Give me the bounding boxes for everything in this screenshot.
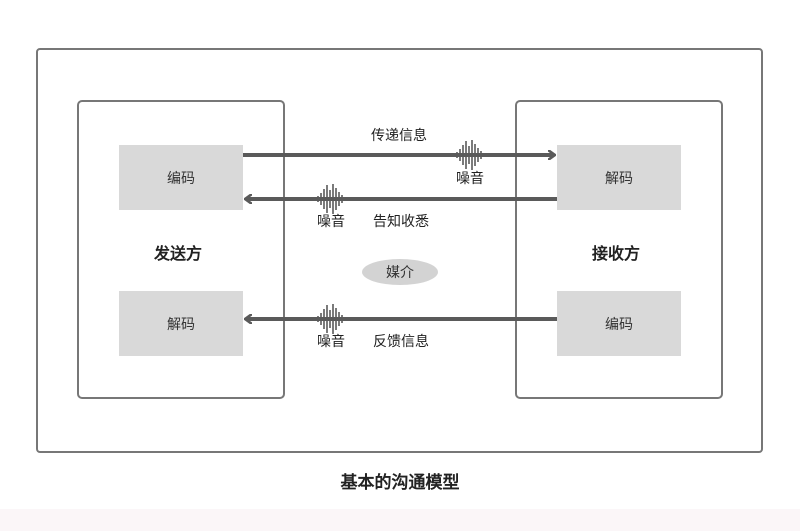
outer-frame — [36, 48, 763, 453]
sender-title: 发送方 — [154, 244, 203, 263]
sound-wave-icon — [317, 304, 346, 334]
receiver-panel — [515, 100, 723, 399]
feedback-message-label: 反馈信息 — [373, 334, 429, 350]
sound-wave-icon — [456, 140, 485, 170]
bottom-band — [0, 509, 800, 531]
sender-encode-label: 编码 — [167, 170, 195, 187]
sender-encode-box: 编码 — [119, 145, 243, 210]
noise-label: 噪音 — [317, 214, 345, 230]
receiver-decode-label: 解码 — [605, 170, 633, 187]
receiver-encode-label: 编码 — [605, 316, 633, 333]
receiver-title: 接收方 — [592, 244, 641, 263]
receiver-encode-box: 编码 — [557, 291, 681, 356]
sender-decode-box: 解码 — [119, 291, 243, 356]
sender-decode-label: 解码 — [167, 316, 195, 333]
acknowledge-message-label: 告知收悉 — [373, 214, 429, 230]
noise-label: 噪音 — [456, 171, 484, 187]
media-label: 媒介 — [386, 265, 414, 281]
diagram-caption: 基本的沟通模型 — [340, 473, 460, 493]
sound-wave-icon — [317, 184, 346, 214]
media-ellipse: 媒介 — [362, 259, 438, 285]
receiver-decode-box: 解码 — [557, 145, 681, 210]
transmit-message-label: 传递信息 — [371, 128, 427, 144]
noise-label: 噪音 — [317, 334, 345, 350]
sender-panel — [77, 100, 285, 399]
